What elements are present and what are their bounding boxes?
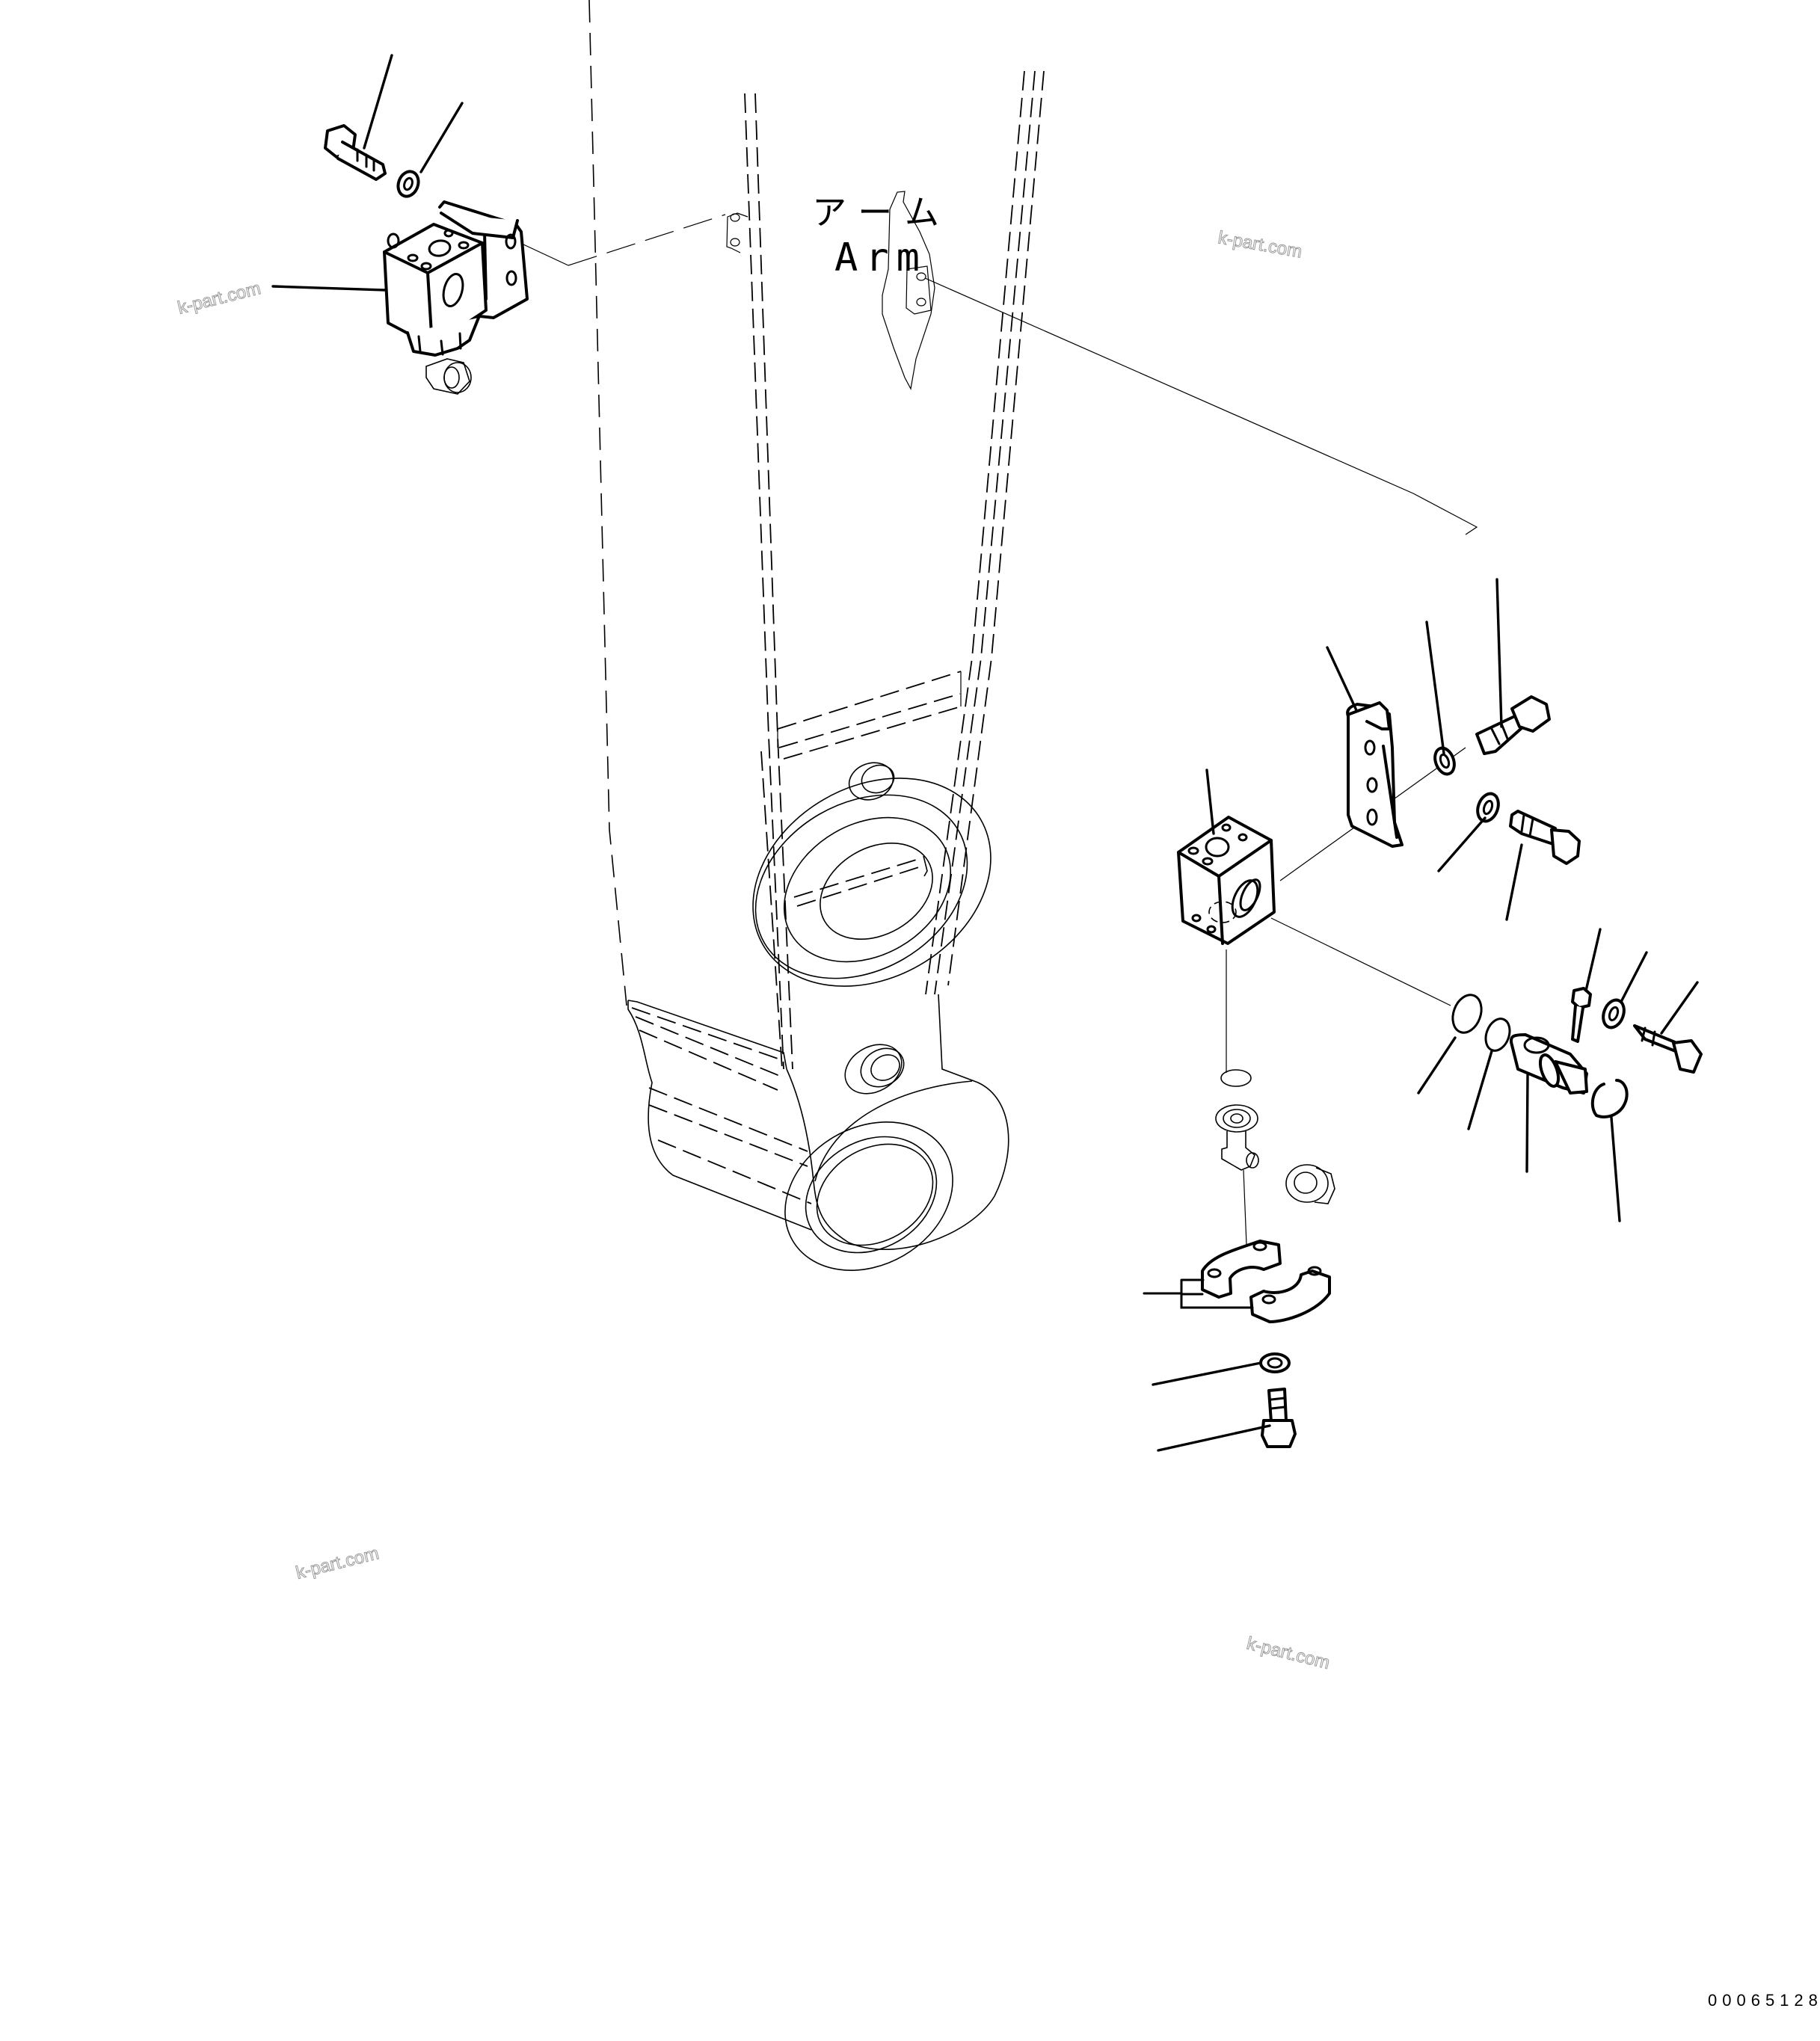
document-number: 00065128 <box>1708 1991 1820 2010</box>
elbow-fitting <box>1215 1104 1259 1171</box>
leader-lines <box>271 54 1699 1452</box>
watermark-3: k-part.com <box>294 1543 381 1583</box>
arm-mount-plate-center <box>882 191 935 390</box>
o-ring-2 <box>1484 1018 1511 1052</box>
washer-small <box>1602 998 1626 1029</box>
valve-spool <box>1510 1033 1588 1095</box>
bolt-small <box>1633 1024 1703 1074</box>
washer-bottom <box>1259 1352 1291 1373</box>
washer-right-lower <box>1476 792 1500 823</box>
valve-block-left <box>383 200 529 395</box>
arm-label: アーム Arm <box>812 192 953 280</box>
arm-mount-tab-left <box>726 212 748 253</box>
bolt-bottom <box>1261 1388 1297 1448</box>
split-flange-clamp <box>1143 1240 1331 1323</box>
arm-body <box>588 0 1045 1271</box>
arm-label-en: Arm <box>834 236 927 280</box>
watermarks: k-part.com k-part.com k-part.com k-part.… <box>175 227 1332 1674</box>
assembly-axis-lines <box>511 214 1478 1264</box>
set-screw <box>1571 987 1592 1043</box>
bolt-right-lower <box>1509 810 1581 865</box>
washer-right-upper <box>1433 746 1456 776</box>
washer-top-left <box>396 170 420 198</box>
bolt-top-left <box>324 124 387 181</box>
o-ring-1 <box>1451 994 1483 1034</box>
watermark-4: k-part.com <box>1245 1634 1332 1674</box>
watermark-1: k-part.com <box>176 278 263 318</box>
arm-label-jp: アーム <box>812 192 953 233</box>
bolt-right-upper <box>1475 695 1551 755</box>
watermark-2: k-part.com <box>1217 227 1303 262</box>
valve-block-right <box>1177 816 1276 945</box>
o-ring-bottom <box>1220 1069 1252 1087</box>
bushing <box>1285 1164 1335 1204</box>
bracket-plate-right <box>1346 701 1404 848</box>
snap-ring <box>1590 1079 1629 1118</box>
